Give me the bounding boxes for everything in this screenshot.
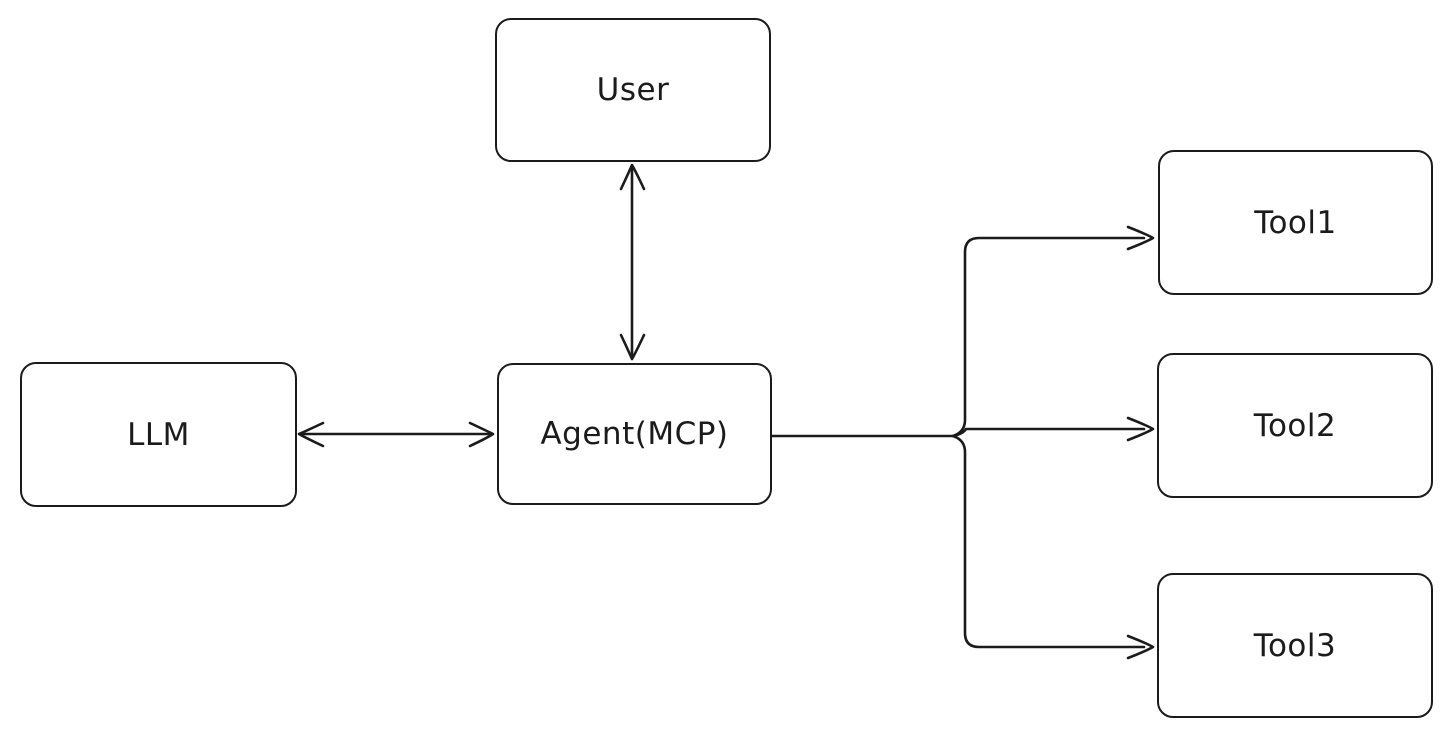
edge-llm-agent[interactable] (297, 421, 495, 448)
node-user[interactable]: User (495, 18, 771, 162)
node-agent-label: Agent(MCP) (540, 416, 729, 452)
node-tool2[interactable]: Tool2 (1157, 353, 1433, 498)
arrowhead-right-icon (468, 421, 495, 448)
node-tool3-label: Tool3 (1253, 627, 1337, 664)
arrowhead-left-icon (297, 421, 325, 448)
edge-user-agent[interactable] (619, 163, 646, 361)
node-llm[interactable]: LLM (20, 362, 297, 507)
edge-agent-tool2[interactable] (951, 416, 1155, 442)
arrowhead-right-icon (1126, 634, 1155, 660)
edge-agent-tool1[interactable] (770, 225, 1155, 438)
arrowhead-right-icon (1126, 225, 1155, 251)
node-tool1-label: Tool1 (1254, 204, 1337, 241)
arrowhead-up-icon (619, 163, 646, 191)
node-user-label: User (596, 72, 670, 108)
arrowhead-down-icon (619, 333, 646, 361)
node-tool1[interactable]: Tool1 (1158, 150, 1433, 295)
node-tool3[interactable]: Tool3 (1157, 573, 1433, 718)
edge-agent-tool3[interactable] (951, 434, 1155, 660)
node-llm-label: LLM (127, 416, 190, 453)
arrowhead-right-icon (1126, 416, 1155, 442)
node-tool2-label: Tool2 (1253, 407, 1337, 444)
node-agent[interactable]: Agent(MCP) (497, 363, 772, 505)
